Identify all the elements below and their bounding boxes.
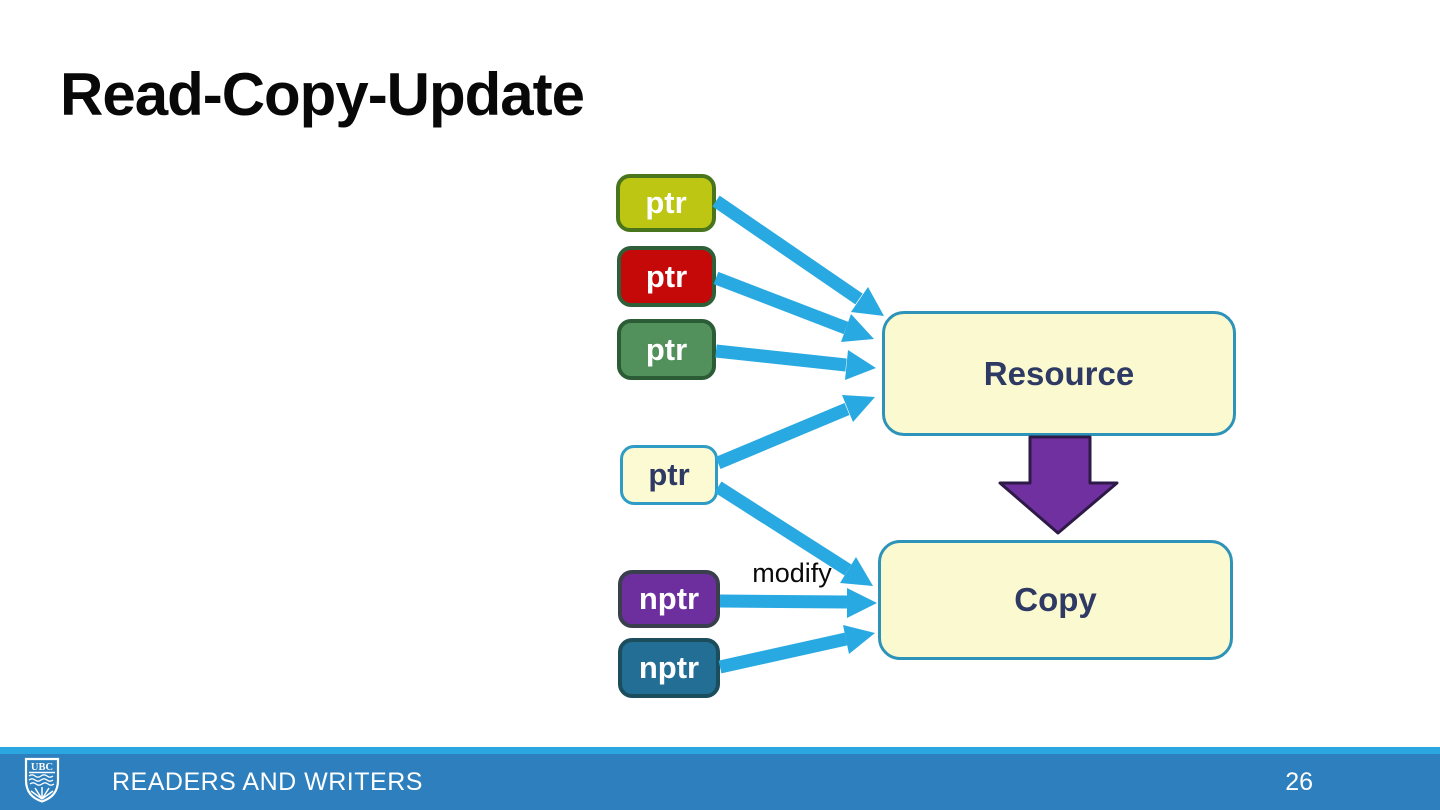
ptr-box-red-label: ptr [645, 258, 688, 294]
copy-node: Copy [878, 540, 1233, 660]
footer-accent-strip [0, 747, 1440, 754]
resource-node: Resource [882, 311, 1236, 436]
nptr-box-purple-label: nptr [638, 581, 700, 616]
arrow-ptr-pale-to-resource [715, 395, 875, 469]
ubc-logo-rays [30, 787, 54, 800]
footer-bar: UBC READERS AND WRITERS 26 [0, 754, 1440, 810]
nptr-box-purple: nptr [618, 570, 720, 628]
copy-node-label: Copy [1014, 581, 1097, 618]
ptr-box-yellow: ptr [616, 174, 716, 232]
modify-edge-label: modify [752, 558, 832, 588]
ubc-logo-text: UBC [31, 762, 53, 773]
nptr-box-teal-label: nptr [638, 650, 700, 685]
ptr-box-green-label: ptr [645, 331, 688, 367]
resource-node-label: Resource [983, 354, 1135, 392]
arrow-ptr-green-to-resource [715, 344, 876, 380]
ptr-box-pale: ptr [620, 445, 718, 505]
footer-section-title: READERS AND WRITERS [112, 767, 423, 796]
nptr-box-teal: nptr [618, 638, 720, 698]
ptr-box-pale-label: ptr [648, 457, 690, 492]
page-number: 26 [1285, 767, 1313, 796]
arrow-nptr-purple-to-copy [719, 588, 877, 618]
ptr-box-yellow-label: ptr [645, 185, 687, 220]
ubc-shield-icon: UBC [24, 757, 60, 803]
ptr-box-red: ptr [617, 246, 716, 307]
slide-title: Read-Copy-Update [60, 61, 585, 128]
arrow-ptr-yellow-to-resource [712, 195, 884, 316]
ptr-box-green: ptr [617, 319, 716, 380]
arrow-nptr-teal-to-copy [718, 625, 875, 674]
arrow-ptr-red-to-resource [713, 271, 874, 342]
update-arrow-resource-to-copy [998, 435, 1119, 535]
